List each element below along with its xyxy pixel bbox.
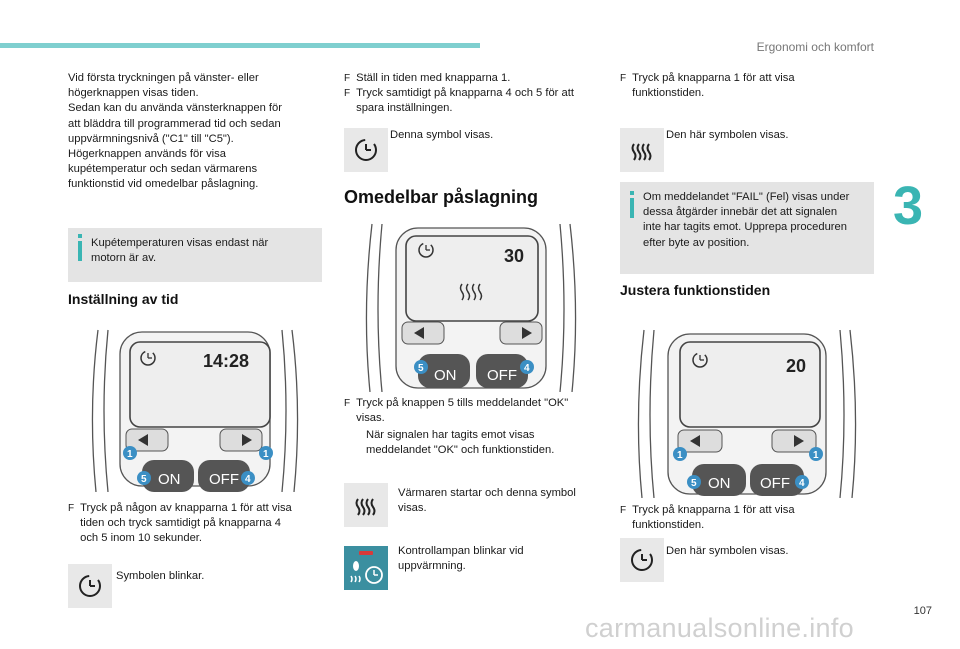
section-heading: Inställning av tid (68, 291, 179, 307)
badge-4: 4 (524, 363, 530, 374)
clock-symbol-icon (620, 538, 664, 582)
caption-line: uppvärmning. (398, 560, 466, 573)
on-button-label: ON (434, 367, 457, 384)
bullet-line: Tryck samtidigt på knapparna 4 och 5 för… (356, 87, 574, 100)
symbol-caption: Denna symbol visas. (390, 129, 494, 141)
badge-5: 5 (141, 474, 147, 485)
bullet-line: Tryck på knappen 5 tills meddelandet "OK… (356, 397, 569, 409)
info-line: dessa åtgärder innebär det att signalen (643, 206, 838, 219)
page-number: 107 (913, 605, 932, 617)
info-line: motorn är av. (91, 252, 157, 265)
info-line: inte har tagits emot. Upprepa proceduren (643, 221, 847, 234)
display-readout: 30 (504, 246, 524, 266)
caption-line: Värmaren startar och denna symbol (398, 487, 576, 499)
heater-symbol-icon (344, 483, 388, 527)
display-readout: 20 (786, 356, 806, 376)
info-icon (630, 191, 634, 218)
bullet-line: och 5 inom 10 sekunder. (80, 532, 203, 545)
chapter-title: Ergonomi och komfort (756, 40, 874, 54)
off-button-label: OFF (209, 471, 239, 488)
bullet-line: funktionstiden. (632, 87, 705, 100)
badge-1-left: 1 (677, 450, 683, 461)
bullet-line: spara inställningen. (356, 102, 453, 115)
off-button-label: OFF (760, 475, 790, 492)
intro-line: Sedan kan du använda vänsterknappen för (68, 102, 282, 115)
section-heading: Justera funktionstiden (620, 282, 771, 298)
bullet-immediate-start: F Tryck på knappen 5 tills meddelandet "… (344, 396, 599, 426)
sub-line: När signalen har tagits emot visas (366, 429, 535, 441)
badge-5: 5 (418, 363, 424, 374)
bullet-deactivate: F Tryck på knapparna 1 för att visa funk… (620, 71, 875, 101)
intro-line: att bläddra till programmerad tid och se… (68, 117, 281, 130)
sub-line: meddelandet "OK" och funktionstiden. (366, 444, 555, 457)
badge-1-right: 1 (263, 449, 269, 460)
remote-illustration-duration: 20 ON OFF 1 1 5 4 (620, 326, 874, 499)
intro-line: Högerknappen används för visa (68, 148, 226, 161)
section-heading: Omedelbar påslagning (344, 187, 539, 207)
bullet-line: tiden och tryck samtidigt på knapparna 4 (80, 517, 281, 530)
badge-1-left: 1 (127, 449, 133, 460)
symbol-caption: Den här symbolen visas. (666, 129, 789, 141)
info-line: Om meddelandet "FAIL" (Fel) visas under (643, 191, 850, 203)
bullet-line: Tryck på någon av knapparna 1 för att vi… (80, 502, 292, 514)
chapter-accent-bar (0, 43, 480, 48)
intro-line: uppvärmningsnivå ("C1" till "C5"). (68, 132, 234, 145)
symbol-caption: Den här symbolen visas. (666, 545, 789, 557)
badge-4: 4 (245, 474, 251, 485)
off-button-label: OFF (487, 367, 517, 384)
info-box-fail: Om meddelandet "FAIL" (Fel) visas under … (620, 182, 874, 274)
bullet-line: Tryck på knapparna 1 för att visa (632, 72, 795, 84)
badge-1-right: 1 (813, 450, 819, 461)
indicator-lamp-icon (344, 546, 388, 590)
heater-caption: Värmaren startar och denna symbol visas. (398, 486, 576, 516)
badge-4: 4 (799, 478, 805, 489)
info-icon (78, 234, 82, 261)
symbol-caption: Symbolen blinkar. (116, 570, 205, 582)
remote-illustration-immediate: 30 ON OFF 5 4 (344, 220, 599, 393)
clock-symbol-icon (68, 564, 112, 608)
chapter-number: 3 (893, 176, 924, 236)
watermark: carmanualsonline.info (585, 613, 854, 643)
bullet-line: Ställ in tiden med knapparna 1. (356, 72, 511, 84)
intro-line: funktionstid vid omedelbar påslagning. (68, 178, 259, 191)
intro-line: högerknappen visas tiden. (68, 87, 199, 100)
on-button-label: ON (158, 471, 181, 488)
badge-5: 5 (691, 478, 697, 489)
clock-symbol-icon (344, 128, 388, 172)
bullet-line: visas. (356, 412, 385, 425)
intro-line: Vid första tryckningen på vänster- eller (68, 72, 259, 84)
lamp-caption: Kontrollampan blinkar vid uppvärmning. (398, 544, 524, 574)
caption-line: Kontrollampan blinkar vid (398, 545, 524, 557)
bullet-line: Tryck på knapparna 1 för att visa (632, 504, 795, 516)
info-line: Kupétemperaturen visas endast när (91, 237, 269, 249)
intro-line: kupétemperatur och sedan värmarens (68, 163, 258, 176)
caption-line: visas. (398, 502, 427, 515)
on-button-label: ON (708, 475, 731, 492)
display-readout: 14:28 (203, 351, 249, 371)
info-line: efter byte av position. (643, 236, 750, 249)
remote-illustration-time: 14:28 ON OFF 1 1 5 4 (68, 320, 322, 493)
info-box: Kupétemperaturen visas endast när motorn… (68, 228, 322, 282)
bullet-set-time: F Tryck på någon av knapparna 1 för att … (68, 501, 322, 547)
intro-paragraph: Vid första tryckningen på vänster- eller… (68, 71, 318, 193)
sub-paragraph: När signalen har tagits emot visas medde… (366, 428, 606, 458)
bullet-line: funktionstiden. (632, 519, 705, 532)
heater-symbol-icon (620, 128, 664, 172)
